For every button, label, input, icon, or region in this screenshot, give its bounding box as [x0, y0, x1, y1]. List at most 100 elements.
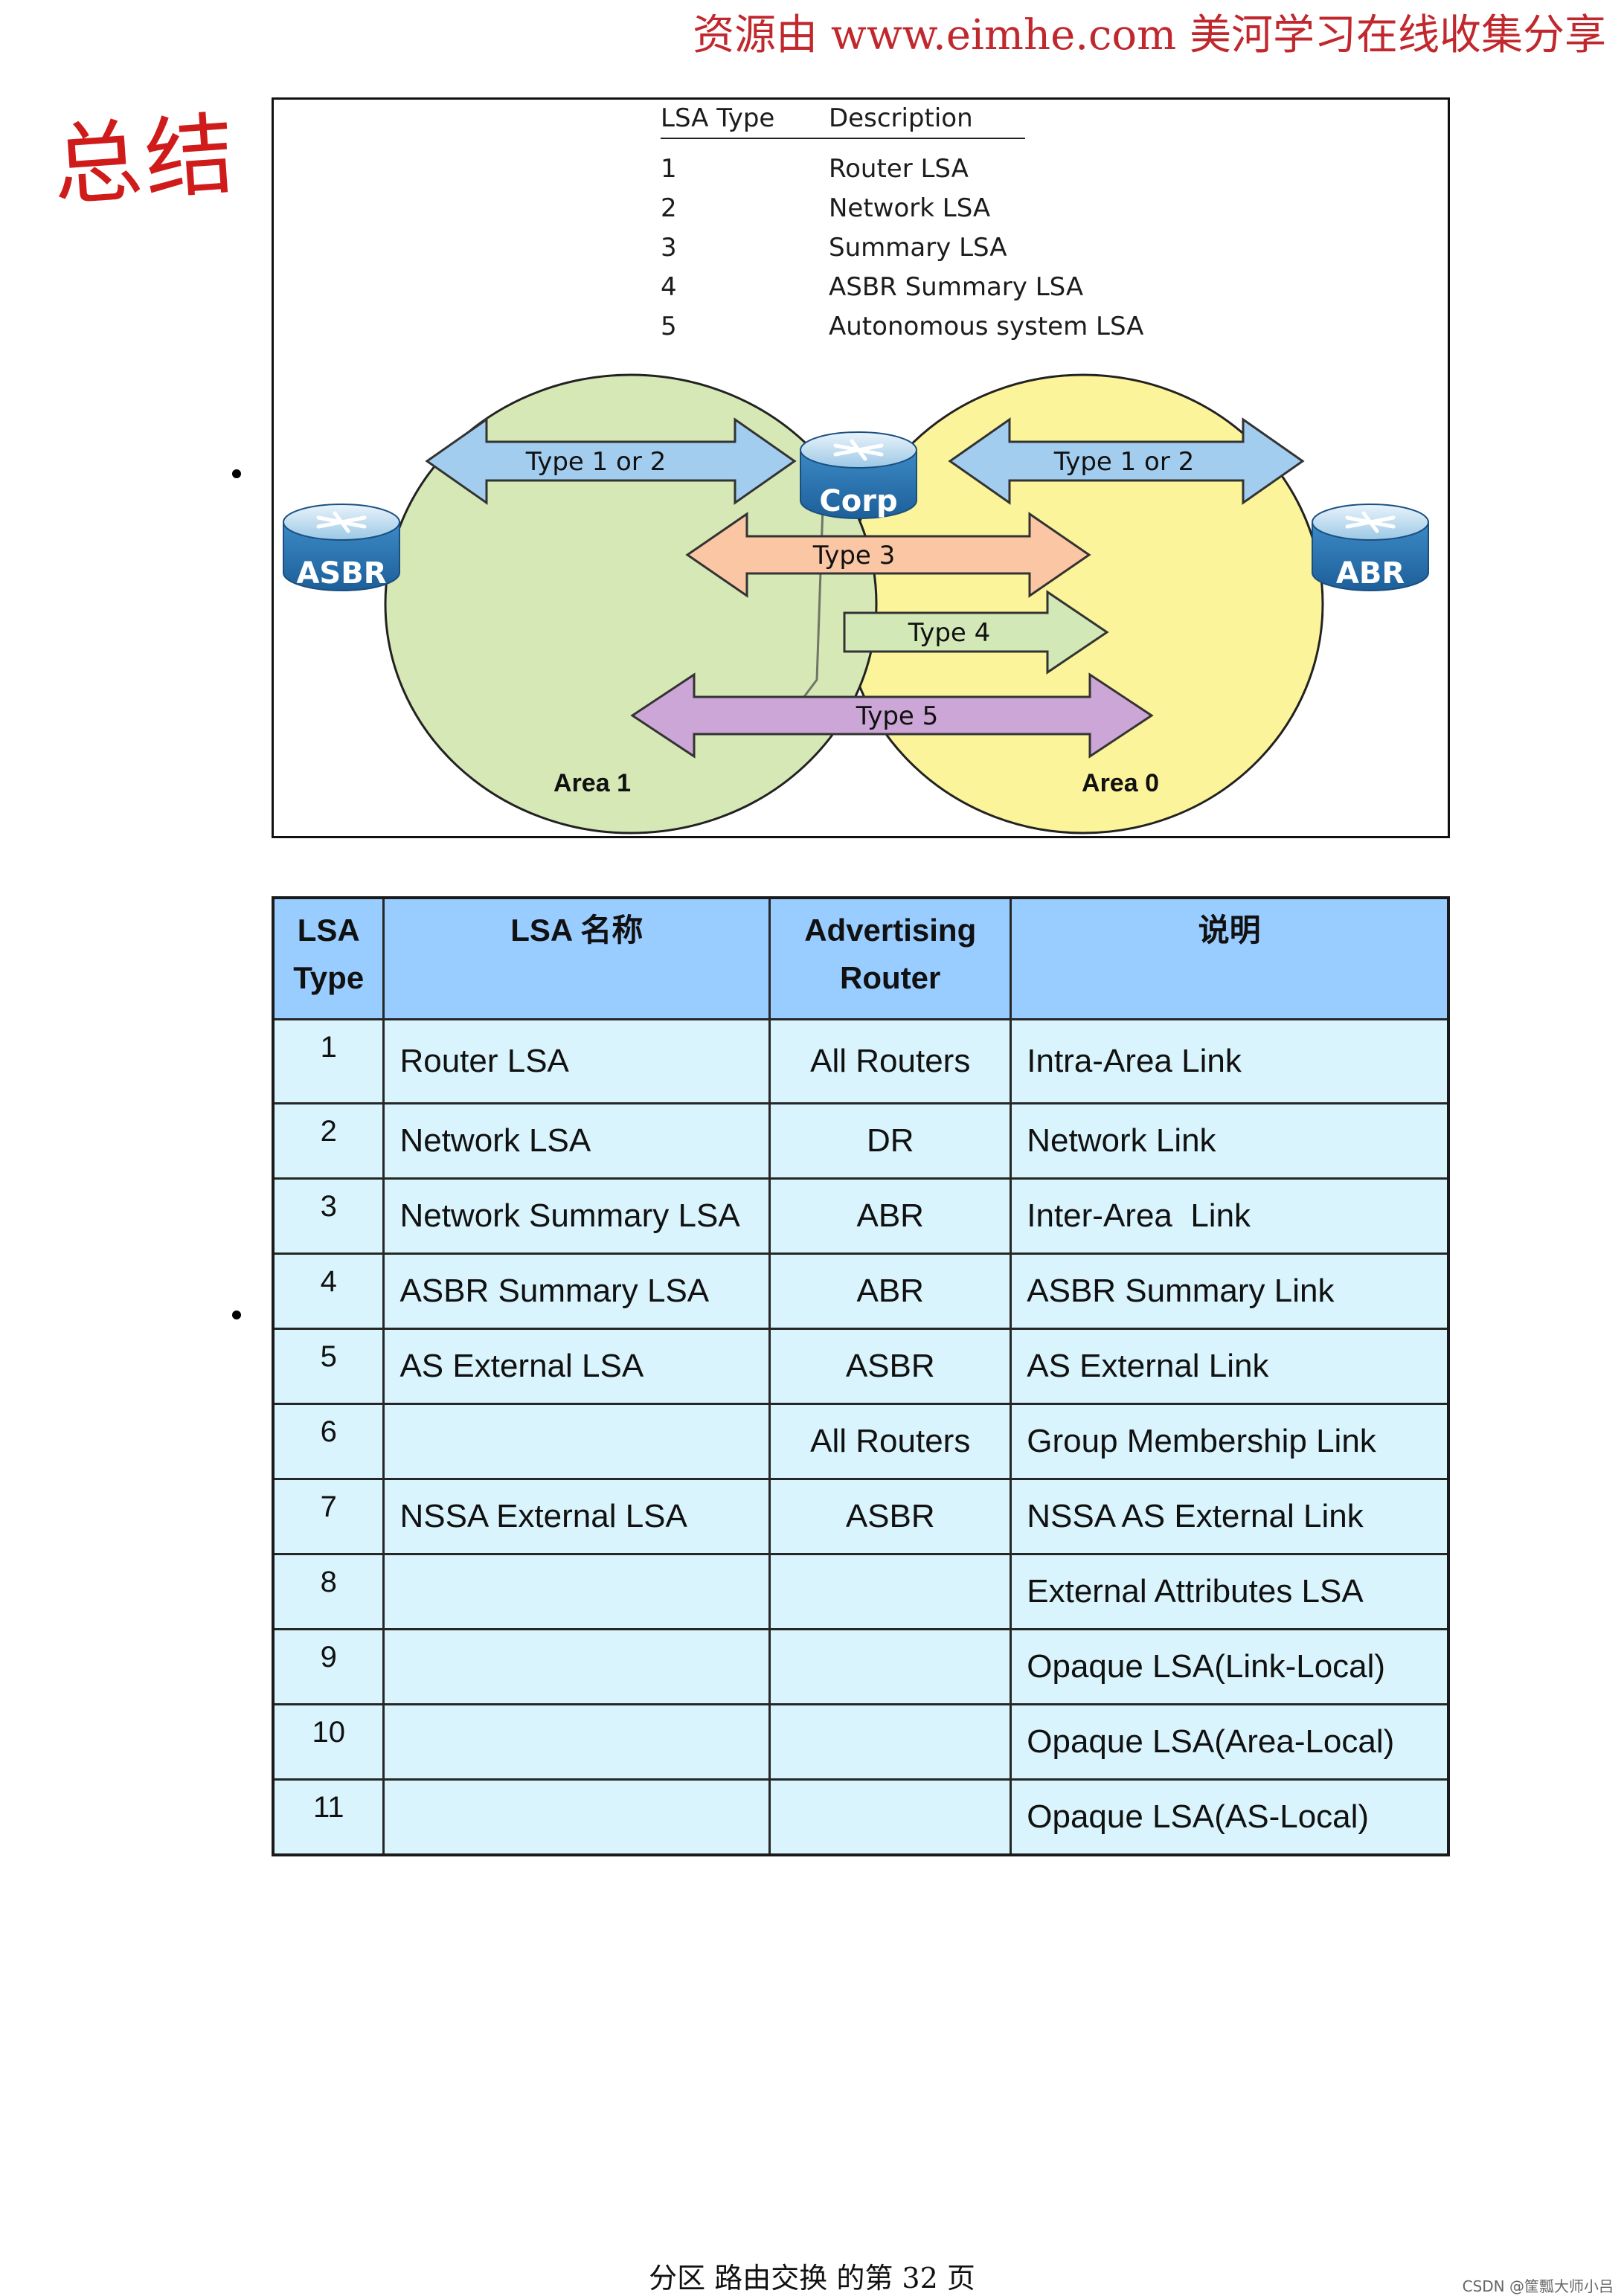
- corp-router-label: Corp: [819, 484, 897, 518]
- lsa-diagram: LSA Type Description 1 Router LSA 2 Netw…: [272, 97, 1450, 838]
- summary-title: 总结: [49, 103, 241, 219]
- cell-router: [768, 1778, 1012, 1856]
- legend-type-3: 3: [661, 233, 677, 263]
- cell-router: ASBR: [768, 1478, 1012, 1555]
- lsa-diagram-svg: LSA Type Description 1 Router LSA 2 Netw…: [283, 103, 1429, 835]
- cell-type: 7: [272, 1478, 385, 1555]
- cell-router: ABR: [768, 1252, 1012, 1330]
- type3-arrow: [685, 512, 1091, 598]
- cell-name: Network LSA: [382, 1102, 771, 1180]
- cell-name: [382, 1628, 771, 1705]
- cell-desc: Network Link: [1010, 1102, 1450, 1180]
- legend-desc-1: Router LSA: [829, 154, 969, 184]
- legend-type-2: 2: [661, 193, 677, 223]
- cell-desc: Inter-Area Link: [1010, 1177, 1450, 1255]
- type4-arrow: [843, 590, 1109, 675]
- cell-desc: AS External Link: [1010, 1328, 1450, 1405]
- cell-type: 9: [272, 1628, 385, 1705]
- area-1-label: Area 1: [553, 769, 631, 797]
- legend-desc-2: Network LSA: [829, 193, 990, 223]
- table-row: 1 Router LSA All Routers Intra-Area Link: [272, 1018, 1450, 1104]
- abr-router-icon: ABR: [1312, 504, 1429, 591]
- cell-name: [382, 1553, 771, 1630]
- asbr-router-label: ASBR: [296, 556, 386, 591]
- cell-desc: External Attributes LSA: [1010, 1553, 1450, 1630]
- cell-name: Network Summary LSA: [382, 1177, 771, 1255]
- cell-type: 4: [272, 1252, 385, 1330]
- table-row: 10 Opaque LSA(Area-Local): [272, 1703, 1450, 1781]
- lsa-legend: LSA Type Description 1 Router LSA 2 Netw…: [661, 103, 1143, 341]
- header-lsa-name: LSA 名称: [382, 896, 771, 1020]
- cell-type: 2: [272, 1102, 385, 1180]
- table-row: 6 All Routers Group Membership Link: [272, 1403, 1450, 1480]
- cell-name: NSSA External LSA: [382, 1478, 771, 1555]
- cell-name: [382, 1403, 771, 1480]
- type5-arrow: [630, 672, 1154, 759]
- table-row: 8 External Attributes LSA: [272, 1553, 1450, 1630]
- header-advertising-router: Advertising Router: [768, 896, 1012, 1020]
- table-row: 3 Network Summary LSA ABR Inter-Area Lin…: [272, 1177, 1450, 1255]
- legend-desc-4: ASBR Summary LSA: [829, 272, 1083, 302]
- cell-name: Router LSA: [382, 1018, 771, 1104]
- cell-desc: ASBR Summary Link: [1010, 1252, 1450, 1330]
- cell-type: 3: [272, 1177, 385, 1255]
- table-row: 9 Opaque LSA(Link-Local): [272, 1628, 1450, 1705]
- cell-router: All Routers: [768, 1018, 1012, 1104]
- cell-router: ASBR: [768, 1328, 1012, 1405]
- table-row: 11 Opaque LSA(AS-Local): [272, 1778, 1450, 1856]
- type3-label: Type 3: [812, 541, 896, 570]
- header-lsa-type: LSA Type: [272, 896, 385, 1020]
- legend-type-1: 1: [661, 154, 677, 184]
- legend-type-4: 4: [661, 272, 677, 302]
- legend-type-5: 5: [661, 312, 677, 341]
- csdn-watermark: CSDN @筐瓢大师小吕: [1462, 2277, 1614, 2295]
- cell-name: AS External LSA: [382, 1328, 771, 1405]
- cell-desc: Opaque LSA(AS-Local): [1010, 1778, 1450, 1856]
- cell-desc: NSSA AS External Link: [1010, 1478, 1450, 1555]
- table-row: 5 AS External LSA ASBR AS External Link: [272, 1328, 1450, 1405]
- cell-type: 6: [272, 1403, 385, 1480]
- cell-type: 5: [272, 1328, 385, 1405]
- area0-type12-label: Type 1 or 2: [1053, 447, 1195, 477]
- cell-router: DR: [768, 1102, 1012, 1180]
- bullet-figure: [232, 469, 241, 478]
- table-header-row: LSA Type LSA 名称 Advertising Router 说明: [272, 896, 1450, 1020]
- area1-type12-arrow: [425, 417, 797, 505]
- cell-desc: Group Membership Link: [1010, 1403, 1450, 1480]
- area0-type12-arrow: [948, 417, 1305, 505]
- cell-router: ABR: [768, 1177, 1012, 1255]
- cell-desc: Opaque LSA(Link-Local): [1010, 1628, 1450, 1705]
- page-footer: 分区 路由交换 的第 32 页: [649, 2262, 975, 2295]
- area-0-label: Area 0: [1082, 769, 1159, 797]
- cell-desc: Intra-Area Link: [1010, 1018, 1450, 1104]
- lsa-type-table: LSA Type LSA 名称 Advertising Router 说明 1 …: [272, 896, 1450, 1856]
- header-description: 说明: [1010, 896, 1450, 1020]
- cell-name: [382, 1778, 771, 1856]
- cell-desc: Opaque LSA(Area-Local): [1010, 1703, 1450, 1781]
- table-row: 4 ASBR Summary LSA ABR ASBR Summary Link: [272, 1252, 1450, 1330]
- table-row: 2 Network LSA DR Network Link: [272, 1102, 1450, 1180]
- cell-router: [768, 1703, 1012, 1781]
- asbr-router-icon: ASBR: [283, 504, 400, 591]
- legend-header-type: LSA Type: [661, 103, 774, 133]
- area1-type12-label: Type 1 or 2: [525, 447, 667, 477]
- cell-router: [768, 1553, 1012, 1630]
- abr-router-label: ABR: [1336, 556, 1405, 591]
- cell-name: [382, 1703, 771, 1781]
- legend-desc-3: Summary LSA: [829, 233, 1007, 263]
- cell-type: 1: [272, 1018, 385, 1104]
- cell-router: [768, 1628, 1012, 1705]
- bullet-table: [232, 1311, 241, 1319]
- cell-type: 10: [272, 1703, 385, 1781]
- type5-label: Type 5: [856, 701, 939, 731]
- cell-router: All Routers: [768, 1403, 1012, 1480]
- legend-header-desc: Description: [829, 103, 973, 133]
- type4-label: Type 4: [908, 618, 991, 648]
- cell-type: 11: [272, 1778, 385, 1856]
- cell-name: ASBR Summary LSA: [382, 1252, 771, 1330]
- cell-type: 8: [272, 1553, 385, 1630]
- table-row: 7 NSSA External LSA ASBR NSSA AS Externa…: [272, 1478, 1450, 1555]
- legend-desc-5: Autonomous system LSA: [829, 312, 1143, 341]
- corp-router-icon: Corp: [800, 431, 917, 519]
- header-note: 资源由 www.eimhe.com 美河学习在线收集分享: [693, 11, 1606, 60]
